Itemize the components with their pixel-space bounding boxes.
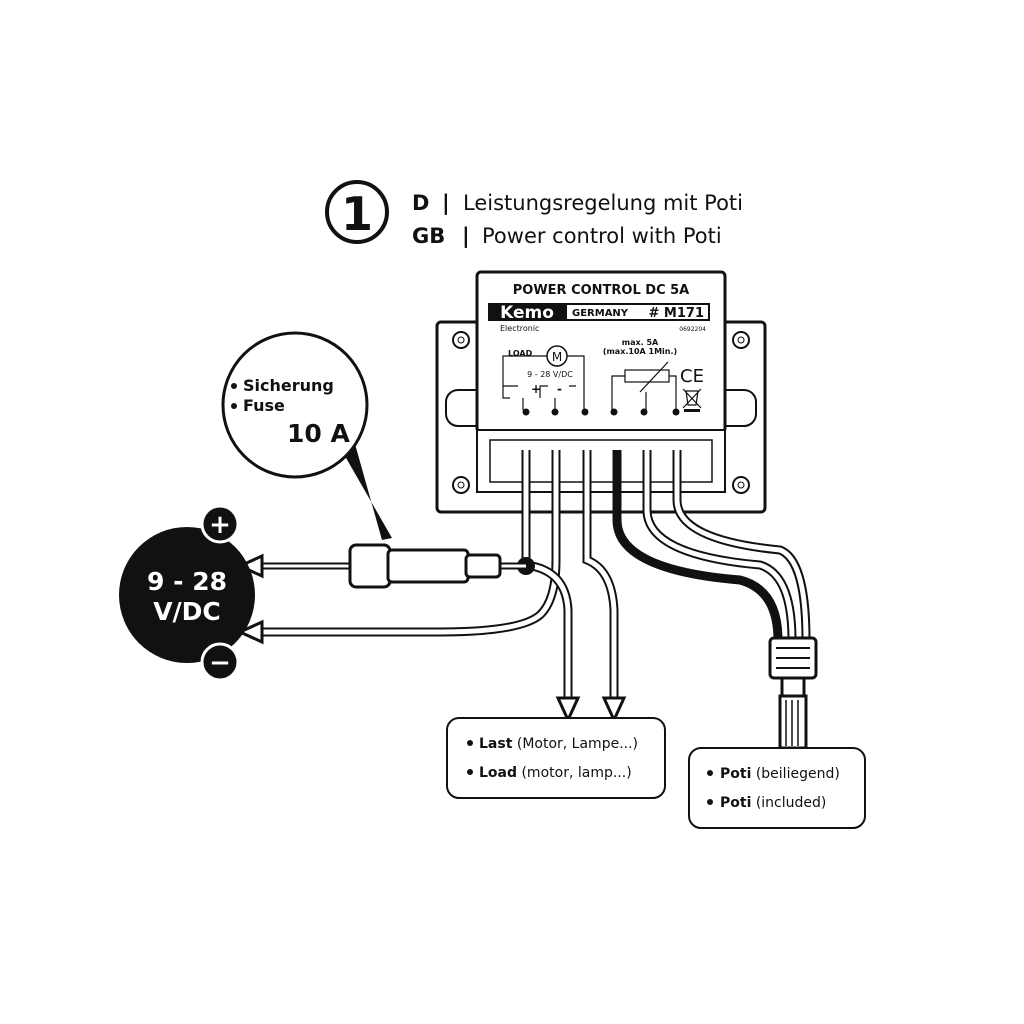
title-de: Leistungsregelung mit Poti: [463, 191, 743, 215]
potentiometer: [768, 636, 818, 750]
max-peak-current: (max.10A 1Min.): [603, 347, 677, 356]
mounting-hole-icon: [452, 331, 750, 494]
fuse-label-gb: Fuse: [243, 396, 285, 415]
ce-mark: CE: [680, 366, 704, 387]
terminal-dots: [522, 408, 680, 416]
model-number: # M171: [649, 306, 705, 321]
load-desc-de: (Motor, Lampe...): [517, 736, 638, 752]
separator: |: [462, 224, 470, 249]
weee-bin-icon: [682, 388, 702, 412]
brand-name: Kemo: [500, 303, 554, 323]
brand-sub: Electronic: [500, 324, 539, 333]
load-label-gb: Load: [479, 765, 517, 781]
power-supply: 9 - 28 V/DC + −: [119, 504, 255, 682]
step-heading: 1 D | Leistungsregelung mit Poti GB | Po…: [325, 180, 743, 249]
separator: |: [442, 191, 450, 216]
poti-desc-de: (beiliegend): [756, 766, 840, 782]
country-label: GERMANY: [572, 308, 629, 319]
arrow-icon: [555, 696, 627, 724]
plus-terminal-icon: +: [209, 510, 231, 540]
load-label: LOAD: [508, 349, 533, 358]
step-number-circle: [325, 180, 389, 244]
fuse-callout: Sicherung Fuse 10 A: [221, 331, 369, 479]
load-desc-gb: (motor, lamp...): [521, 765, 631, 781]
motor-symbol: M: [552, 350, 562, 364]
load-label-de: Last: [479, 736, 513, 752]
arrow-icon: [236, 553, 264, 645]
title-gb: Power control with Poti: [482, 224, 722, 248]
fuse-rating: 10 A: [287, 419, 350, 448]
step-number: 1: [341, 187, 373, 241]
lang-de: D: [412, 191, 429, 215]
poti-label-gb: Poti: [720, 795, 751, 811]
potentiometer-symbol-icon: [611, 361, 677, 410]
voltage-label: 9 - 28 V/DC: [527, 370, 573, 379]
module-title: POWER CONTROL DC 5A: [513, 283, 690, 298]
supply-voltage: 9 - 28: [147, 567, 227, 596]
fuse-label-de: Sicherung: [243, 376, 334, 395]
minus-terminal-icon: −: [209, 648, 231, 678]
svg-text:Poti (included): Poti (included): [720, 795, 826, 811]
code-number: 0692204: [679, 326, 706, 333]
poti-label-box: Poti (beiliegend) Poti (included): [688, 747, 866, 829]
kemo-logo: [488, 303, 566, 321]
power-control-module: POWER CONTROL DC 5A Kemo GERMANY # M171 …: [435, 270, 767, 514]
svg-text:Load (motor, lamp...): Load (motor, lamp...): [479, 765, 632, 781]
plus-sign: +: [531, 382, 541, 396]
svg-text:Last (Motor, Lampe...): Last (Motor, Lampe...): [479, 736, 638, 752]
supply-unit: V/DC: [153, 597, 221, 626]
poti-desc-gb: (included): [756, 795, 827, 811]
lang-gb: GB: [412, 224, 445, 248]
svg-text:Poti (beiliegend): Poti (beiliegend): [720, 766, 840, 782]
minus-sign: -: [557, 382, 562, 396]
load-label-box: Last (Motor, Lampe...) Load (motor, lamp…: [446, 717, 666, 799]
poti-label-de: Poti: [720, 766, 751, 782]
max-current: max. 5A: [622, 338, 659, 347]
